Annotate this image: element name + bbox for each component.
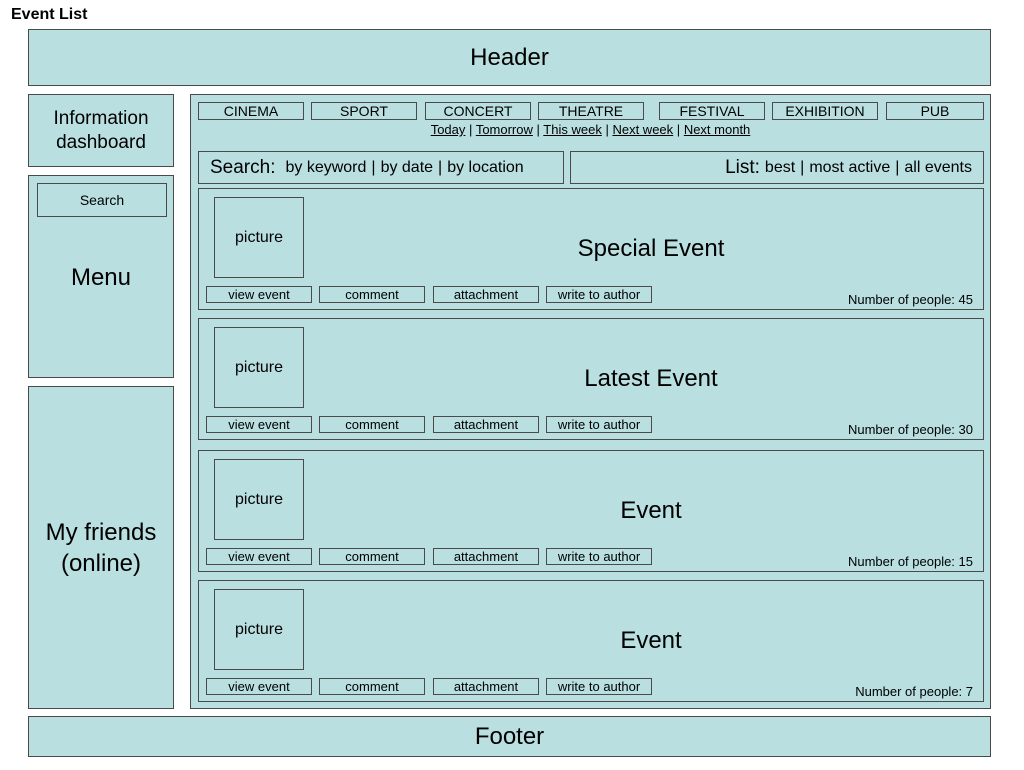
category-pub[interactable]: PUB: [886, 102, 984, 120]
attachment-button[interactable]: attachment: [433, 548, 539, 565]
comment-button[interactable]: comment: [319, 678, 425, 695]
people-count: Number of people: 30: [847, 422, 973, 437]
category-sport[interactable]: SPORT: [311, 102, 417, 120]
view-event-button[interactable]: view event: [206, 416, 312, 433]
write-to-author-button[interactable]: write to author: [546, 678, 652, 695]
information-dashboard-label: Information dashboard: [53, 107, 149, 153]
people-count: Number of people: 15: [847, 554, 973, 569]
event-title: Event: [620, 627, 682, 654]
search-by-date-link[interactable]: by date: [380, 158, 434, 176]
menu-search-button[interactable]: Search: [37, 183, 167, 217]
view-event-button[interactable]: view event: [206, 548, 312, 565]
footer-label: Footer: [474, 722, 545, 750]
list-separator: |: [800, 158, 805, 176]
event-card: picture Special Event view event comment…: [198, 188, 984, 310]
people-count: Number of people: 7: [855, 684, 973, 699]
event-title: Event: [620, 497, 682, 524]
attachment-button[interactable]: attachment: [433, 416, 539, 433]
timeframe-filter: Today | Tomorrow | This week | Next week…: [191, 122, 990, 137]
timeframe-separator: |: [469, 122, 473, 137]
event-title: Special Event: [577, 235, 725, 262]
write-to-author-button[interactable]: write to author: [546, 416, 652, 433]
search-separator: |: [371, 158, 376, 176]
event-card: picture Event view event comment attachm…: [198, 450, 984, 572]
event-picture: picture: [214, 197, 304, 278]
timeframe-separator: |: [676, 122, 681, 137]
event-picture: picture: [214, 327, 304, 408]
comment-button[interactable]: comment: [319, 286, 425, 303]
list-most-active-link[interactable]: most active: [809, 158, 891, 176]
comment-button[interactable]: comment: [319, 416, 425, 433]
search-bar-title: Search:: [210, 156, 276, 178]
timeframe-today-link[interactable]: Today: [430, 122, 466, 137]
timeframe-next-week-link[interactable]: Next week: [612, 122, 674, 137]
event-title: Latest Event: [584, 365, 718, 392]
event-card: picture Latest Event view event comment …: [198, 318, 984, 440]
timeframe-separator: |: [605, 122, 609, 137]
page-title: Event List: [11, 6, 88, 23]
category-cinema[interactable]: CINEMA: [198, 102, 304, 120]
list-all-events-link[interactable]: all events: [904, 158, 972, 176]
menu-label: Menu: [70, 264, 132, 291]
menu-panel: Search Menu: [28, 175, 174, 378]
main-content: CINEMA SPORT CONCERT THEATRE FESTIVAL EX…: [190, 94, 991, 709]
friends-online-label: My friends (online): [45, 518, 157, 577]
list-bar: List: best | most active | all events: [570, 151, 984, 184]
list-best-link[interactable]: best: [764, 158, 796, 176]
category-festival[interactable]: FESTIVAL: [659, 102, 765, 120]
write-to-author-button[interactable]: write to author: [546, 286, 652, 303]
header: Header: [28, 29, 991, 86]
event-card: picture Event view event comment attachm…: [198, 580, 984, 702]
comment-button[interactable]: comment: [319, 548, 425, 565]
event-picture: picture: [214, 459, 304, 540]
category-theatre[interactable]: THEATRE: [538, 102, 644, 120]
list-separator: |: [895, 158, 900, 176]
list-bar-title: List:: [725, 156, 760, 178]
timeframe-this-week-link[interactable]: This week: [543, 122, 602, 137]
information-dashboard[interactable]: Information dashboard: [28, 94, 174, 167]
write-to-author-button[interactable]: write to author: [546, 548, 652, 565]
search-by-location-link[interactable]: by location: [447, 158, 524, 176]
timeframe-next-month-link[interactable]: Next month: [683, 122, 751, 137]
header-label: Header: [470, 43, 549, 71]
footer: Footer: [28, 716, 991, 757]
search-bar: Search: by keyword | by date | by locati…: [198, 151, 564, 184]
view-event-button[interactable]: view event: [206, 678, 312, 695]
view-event-button[interactable]: view event: [206, 286, 312, 303]
attachment-button[interactable]: attachment: [433, 286, 539, 303]
category-concert[interactable]: CONCERT: [425, 102, 531, 120]
search-by-keyword-link[interactable]: by keyword: [285, 158, 367, 176]
timeframe-tomorrow-link[interactable]: Tomorrow: [475, 122, 533, 137]
attachment-button[interactable]: attachment: [433, 678, 539, 695]
event-picture: picture: [214, 589, 304, 670]
people-count: Number of people: 45: [847, 292, 973, 307]
category-exhibition[interactable]: EXHIBITION: [772, 102, 878, 120]
search-separator: |: [438, 158, 443, 176]
timeframe-separator: |: [536, 122, 540, 137]
friends-online-panel[interactable]: My friends (online): [28, 386, 174, 709]
